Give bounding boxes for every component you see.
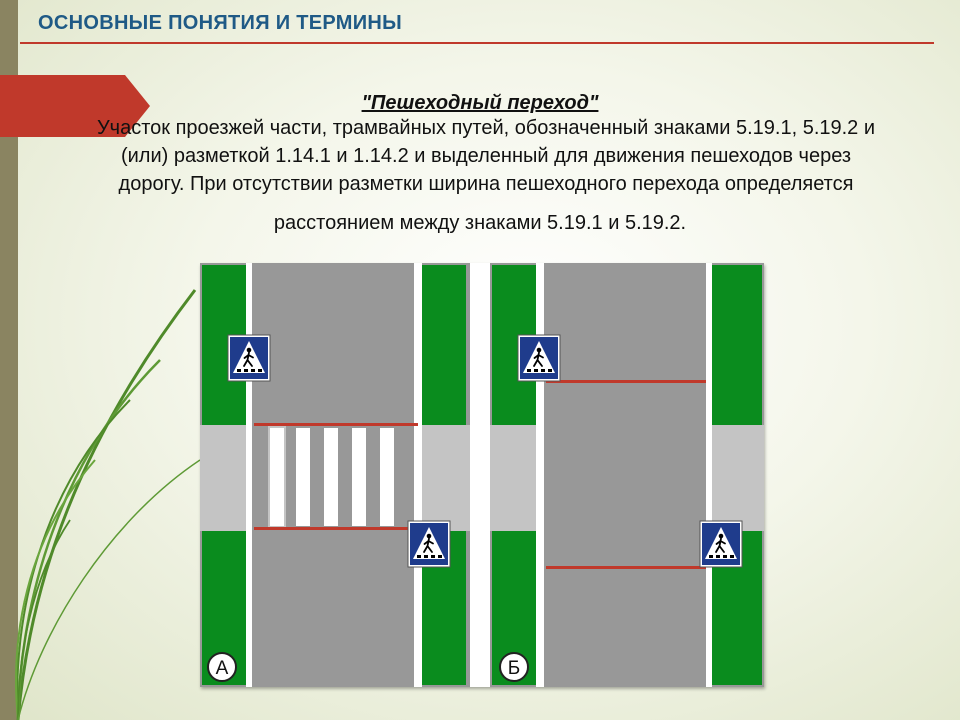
label-a-marker: А [207, 652, 237, 682]
left-decor-strip [0, 0, 18, 720]
curb-line [414, 263, 422, 687]
curb-line [706, 263, 712, 687]
definition-line: (или) разметкой 1.14.1 и 1.14.2 и выделе… [120, 145, 852, 167]
grass-block [422, 265, 466, 425]
grass-decoration [15, 289, 200, 720]
definition-text: Участок проезжей части, трамвайных путей… [12, 114, 960, 198]
sidewalk [488, 425, 544, 531]
median-strip [470, 263, 490, 687]
pedestrian-crossing-sign-icon [517, 334, 561, 382]
label-a: А [216, 658, 229, 679]
slide-title: ОСНОВНЫЕ ПОНЯТИЯ И ТЕРМИНЫ [38, 12, 403, 34]
red-arrow-tab [0, 75, 150, 137]
pedestrian-crossing-sign-icon [227, 334, 271, 382]
definition-line: Участок проезжей части, трамвайных путей… [96, 117, 876, 139]
term-heading: "Пешеходный переход" [361, 92, 599, 114]
sidewalk [200, 425, 248, 531]
zebra-stripe [352, 428, 366, 526]
crossing-boundary-line [254, 527, 418, 530]
zebra-stripe [324, 428, 338, 526]
crossing-diagram: А Б [200, 263, 764, 687]
zebra-stripe [270, 428, 284, 526]
grass-block [712, 265, 762, 425]
zebra-stripe [296, 428, 310, 526]
sidewalk [708, 425, 764, 531]
zebra-stripe [380, 428, 394, 526]
crossing-diagram-svg: А Б [200, 263, 764, 687]
curb-line [536, 263, 544, 687]
crossing-boundary-line [546, 380, 706, 383]
crossing-boundary-line [254, 423, 418, 426]
definition-line: дорогу. При отсутствии разметки ширина п… [118, 173, 854, 195]
pedestrian-crossing-sign-icon [407, 520, 451, 568]
crossing-boundary-line [546, 566, 706, 569]
sidewalk [414, 425, 470, 531]
definition-line-last: расстоянием между знаками 5.19.1 и 5.19.… [273, 212, 687, 234]
title-underline [20, 42, 934, 44]
pedestrian-crossing-sign-icon [699, 520, 743, 568]
curb-line [246, 263, 252, 687]
label-b-marker: Б [499, 652, 529, 682]
label-b: Б [508, 658, 520, 679]
